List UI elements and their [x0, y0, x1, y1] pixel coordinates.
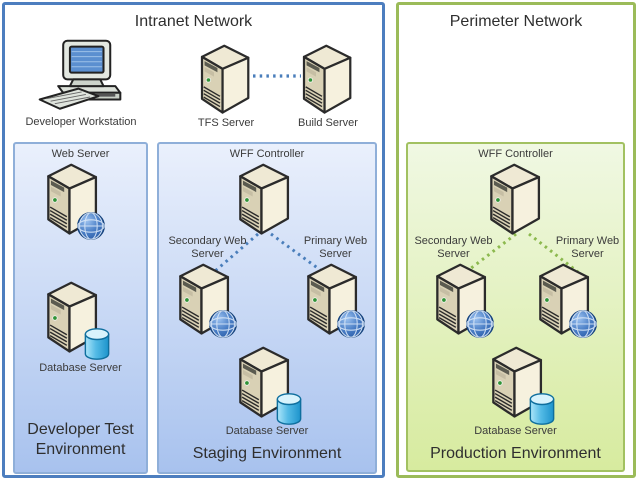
globe-badge-icon — [208, 309, 238, 339]
test-database-server-label: Database Server — [39, 362, 122, 374]
tfs-build-connector — [253, 74, 301, 78]
production-environment-title: Production Environment — [430, 445, 601, 462]
staging-environment-title: Staging Environment — [192, 445, 342, 462]
globe-badge-icon — [465, 309, 495, 339]
production-wff-controller-label: WFF Controller — [478, 148, 553, 160]
perimeter-network-title: Perimeter Network — [449, 13, 583, 30]
database-badge-icon — [274, 392, 304, 426]
database-badge-icon — [527, 392, 557, 426]
staging-wff-controller-node — [237, 163, 293, 237]
developer-workstation-label: Developer Workstation — [25, 116, 137, 128]
globe-badge-icon — [568, 309, 598, 339]
developer-workstation-node — [38, 38, 122, 114]
build-server-node — [301, 44, 355, 116]
production-wff-controller-node — [488, 163, 544, 237]
workstation-icon — [38, 38, 122, 114]
production-primary-web-label: Primary Web Server — [555, 235, 620, 260]
production-secondary-web-label: Secondary Web Server — [414, 235, 493, 260]
tfs-server-node — [199, 44, 253, 116]
build-server-label: Build Server — [298, 117, 358, 129]
globe-badge-icon — [76, 211, 106, 241]
developer-test-environment-title: Developer Test Environment — [27, 421, 134, 458]
production-database-server-label: Database Server — [474, 425, 557, 437]
server-icon — [199, 44, 253, 116]
test-web-server-label: Web Server — [51, 148, 110, 160]
globe-badge-icon — [336, 309, 366, 339]
intranet-network-title: Intranet Network — [134, 13, 253, 30]
server-icon — [237, 163, 293, 237]
server-icon — [301, 44, 355, 116]
staging-wff-controller-label: WFF Controller — [229, 148, 305, 160]
staging-database-server-label: Database Server — [225, 425, 309, 437]
database-badge-icon — [82, 327, 112, 361]
staging-secondary-web-label: Secondary Web Server — [168, 235, 247, 260]
staging-connectors — [213, 232, 324, 274]
staging-primary-web-label: Primary Web Server — [303, 235, 368, 260]
tfs-server-label: TFS Server — [197, 117, 255, 129]
server-icon — [488, 163, 544, 237]
